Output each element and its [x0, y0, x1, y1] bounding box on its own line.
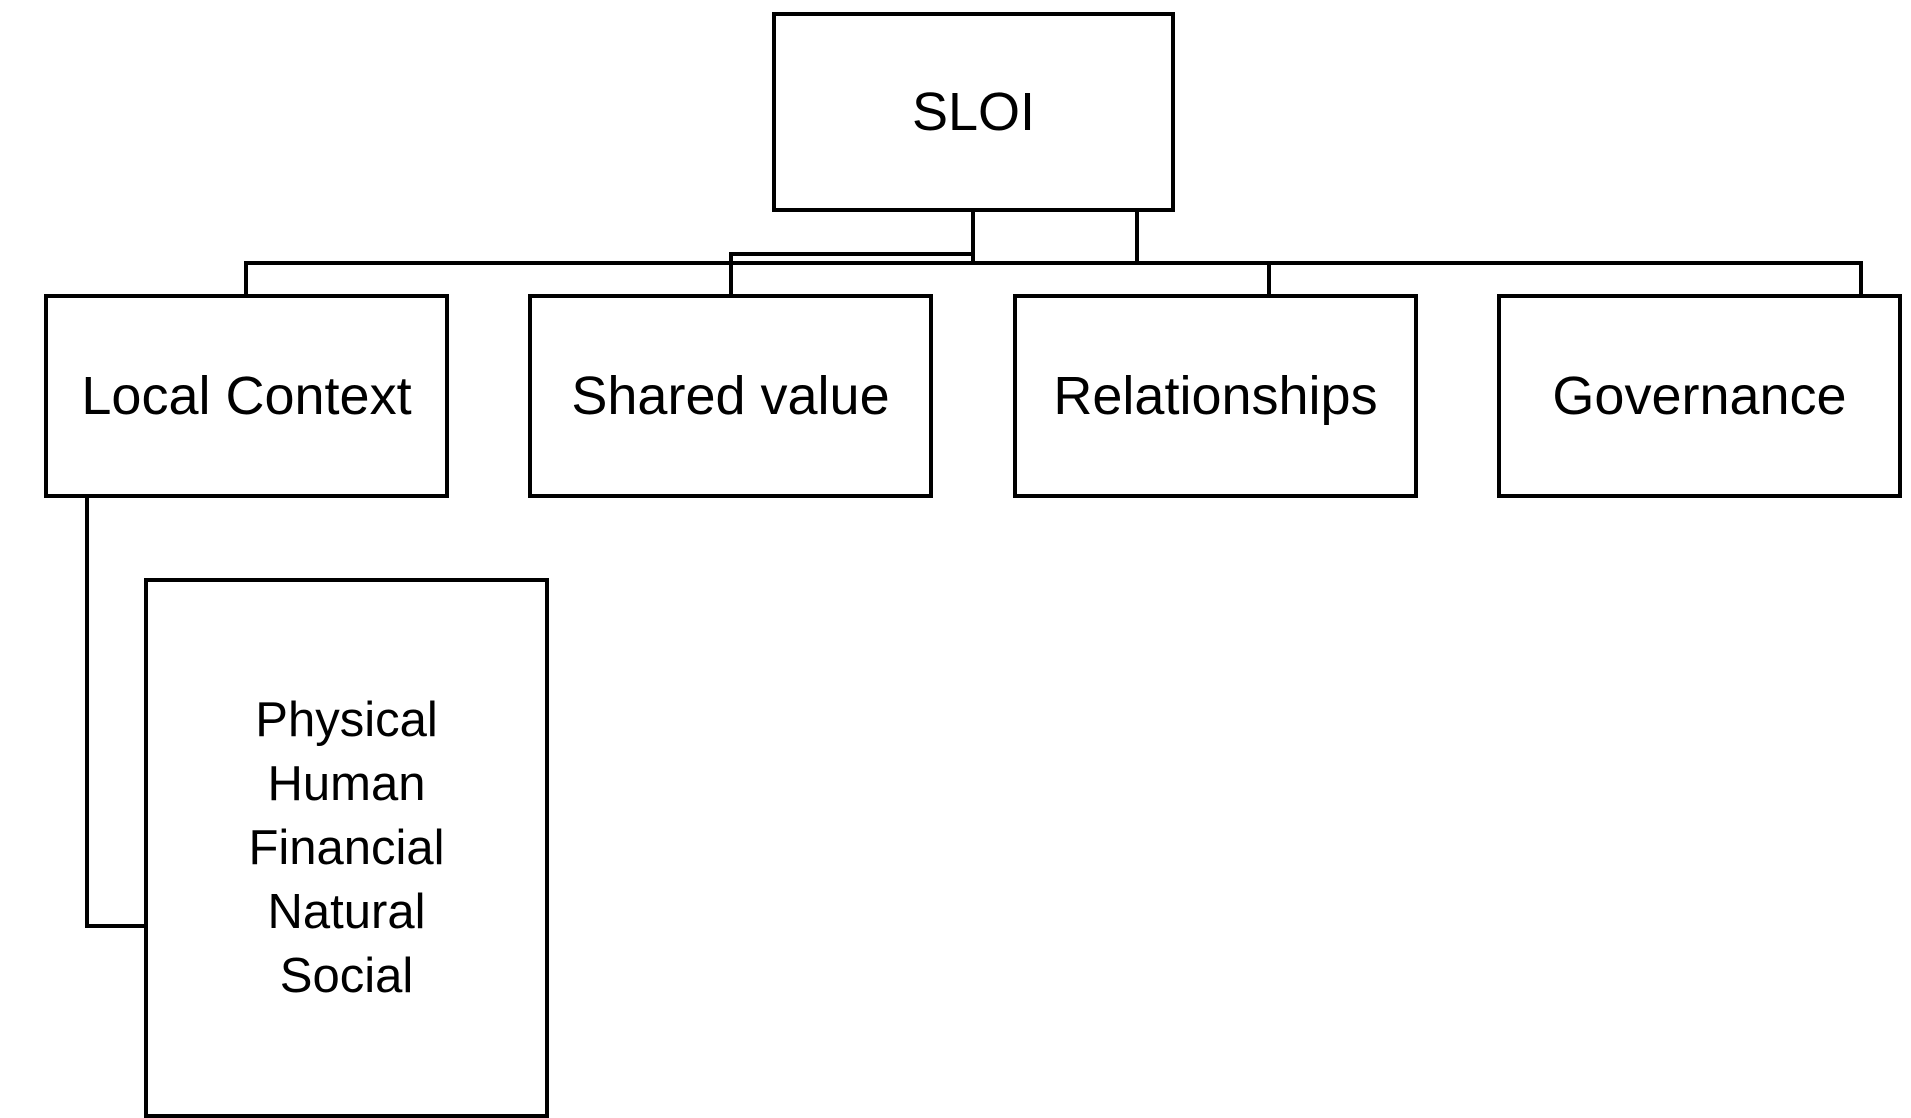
- node-governance-label: Governance: [1552, 366, 1847, 426]
- node-shared-value-label: Shared value: [571, 366, 890, 426]
- node-governance: Governance: [1497, 294, 1902, 498]
- local-context-elbow: [85, 496, 146, 928]
- node-relationships: Relationships: [1013, 294, 1418, 498]
- node-local-context: Local Context: [44, 294, 449, 498]
- node-shared-value: Shared value: [528, 294, 933, 498]
- capital-item-natural: Natural: [267, 885, 426, 939]
- capital-item-financial: Financial: [248, 821, 445, 875]
- node-local-context-capitals: Physical Human Financial Natural Social: [144, 578, 549, 1118]
- node-relationships-label: Relationships: [1053, 366, 1378, 426]
- node-local-context-label: Local Context: [81, 366, 412, 426]
- capital-item-human: Human: [267, 757, 426, 811]
- root-node-sloi: SLOI: [772, 12, 1175, 212]
- children-bus: [244, 261, 1863, 296]
- capital-item-social: Social: [279, 949, 414, 1003]
- root-node-label: SLOI: [911, 82, 1036, 142]
- shared-value-branch: [729, 252, 973, 296]
- capital-item-physical: Physical: [255, 693, 438, 747]
